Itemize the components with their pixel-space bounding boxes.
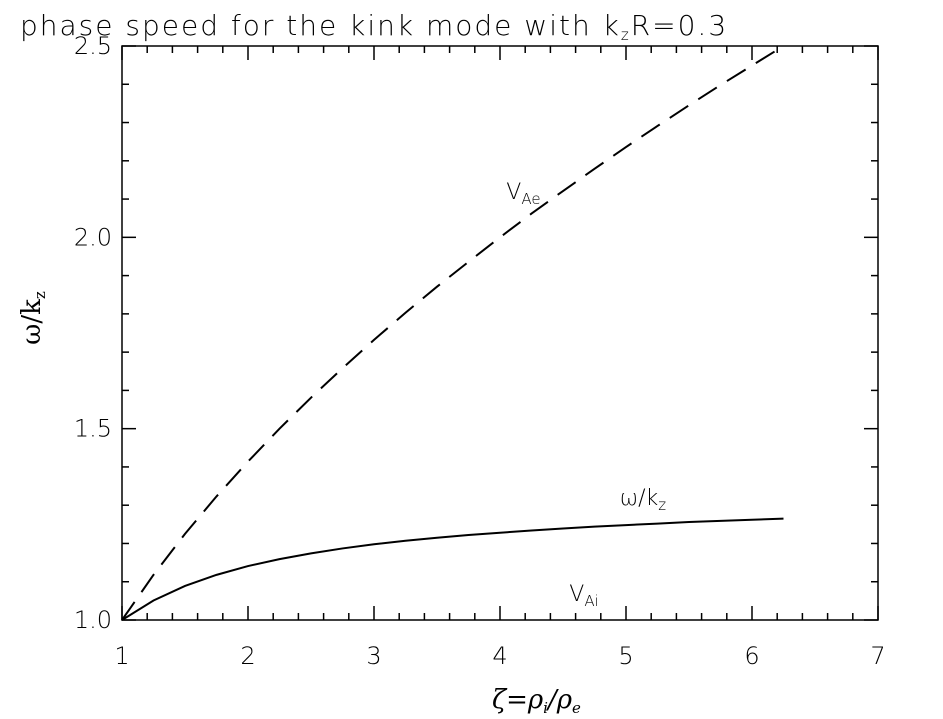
annotation-omega: ω/kz (620, 486, 667, 514)
x-axis-label: ζ=ρi/ρe (492, 685, 581, 717)
chart-title-sub: z (621, 26, 631, 44)
x-tick-label: 7 (870, 642, 885, 670)
y-axis-label-sub: z (31, 291, 49, 299)
x-axis-label-prefix: ζ=ρ (492, 685, 544, 715)
annotation-vai: VAi (569, 582, 599, 610)
annotation-vae-sub: Ae (521, 190, 540, 208)
y-tick-label: 1.0 (74, 606, 112, 634)
y-axis-label: ω/kz (17, 291, 49, 345)
minor-ticks (122, 46, 878, 620)
annotation-vai-main: V (569, 582, 584, 607)
y-tick-label: 1.5 (74, 415, 112, 443)
x-axis-label-mid: /ρ (545, 685, 573, 715)
x-axis-label-sub2: e (572, 699, 581, 717)
series-line-omega (121, 517, 784, 621)
x-tick-label: 3 (366, 642, 381, 670)
x-tick-label: 2 (240, 642, 255, 670)
y-axis-label-main: ω/k (17, 299, 47, 345)
annotation-vai-sub: Ai (584, 592, 598, 610)
annotation-vae-main: V (506, 180, 521, 205)
x-tick-label: 1 (114, 642, 129, 670)
chart-title-tail: R=0.3 (631, 9, 728, 42)
x-tick-label: 4 (492, 642, 507, 670)
series-lines (121, 45, 785, 621)
major-ticks (121, 45, 879, 621)
series-line-vae (121, 45, 785, 621)
chart-title: phase speed for the kink mode with kzR=0… (20, 9, 728, 44)
y-tick-label: 2.0 (74, 223, 112, 251)
x-tick-labels: 1 2 3 4 5 6 7 (114, 642, 885, 670)
y-tick-label: 2.5 (74, 32, 112, 60)
chart-title-main: phase speed for the kink mode with k (20, 9, 621, 42)
y-tick-labels: 1.0 1.5 2.0 2.5 (74, 32, 112, 634)
x-tick-label: 6 (744, 642, 759, 670)
annotation-omega-sub: z (658, 496, 666, 514)
annotation-omega-main: ω/k (620, 486, 659, 511)
annotation-vae: VAe (506, 180, 540, 208)
x-axis-label-sub1: i (543, 699, 548, 717)
x-tick-label: 5 (618, 642, 633, 670)
plot-frame (121, 45, 879, 621)
